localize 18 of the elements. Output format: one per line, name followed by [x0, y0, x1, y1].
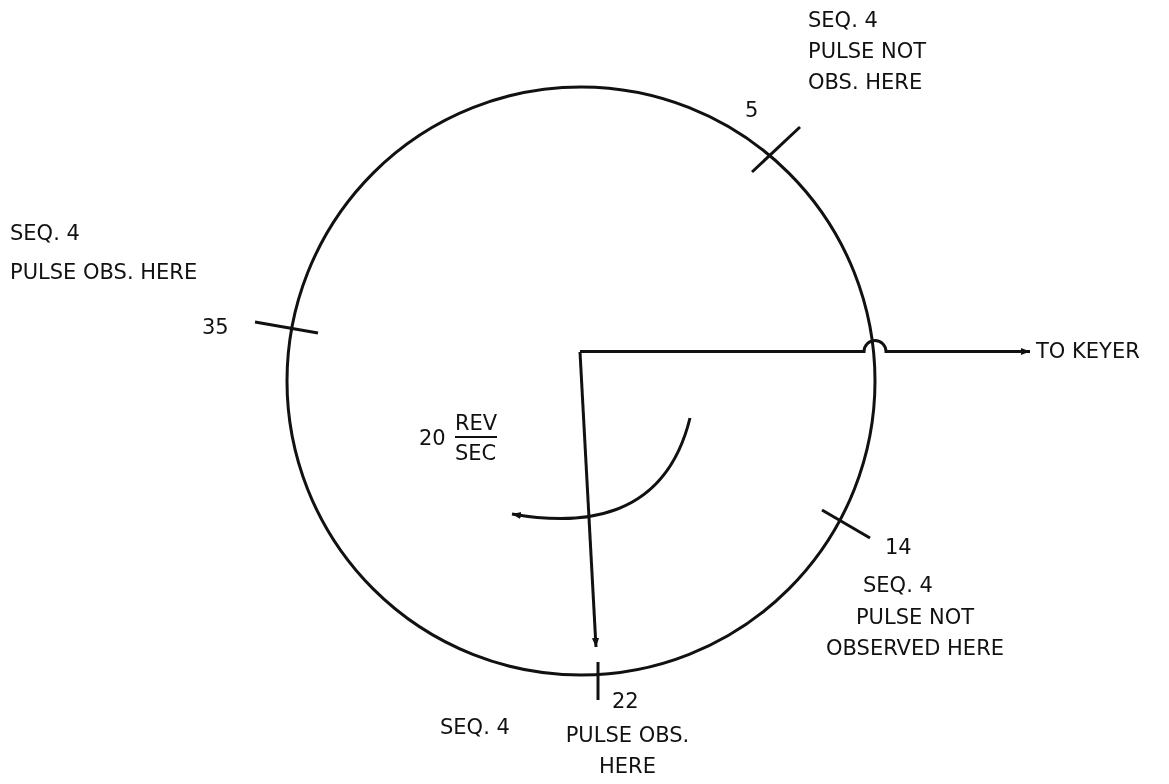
tick-label: 35 — [202, 314, 229, 341]
sequence-label: SEQ. 4 — [440, 714, 510, 741]
tick-label: 22 — [612, 688, 639, 715]
sequence-label: SEQ. 4 — [808, 7, 878, 34]
annotation: PULSE OBS. HERE — [10, 259, 199, 286]
signal-arrow — [580, 339, 1030, 356]
sequence-label: SEQ. 4 — [10, 220, 80, 247]
tick-label: 5 — [745, 97, 759, 124]
annotation: PULSE NOT OBSERVED HERE — [825, 604, 1005, 662]
rate-label: SEC — [455, 440, 497, 466]
pointer-arrow — [578, 351, 600, 648]
rate-label: 20 — [419, 425, 446, 452]
annotation: PULSE NOT OBS. HERE — [808, 38, 928, 96]
annotation: PULSE OBS. HERE — [564, 722, 691, 780]
sequence-label: SEQ. 4 — [863, 572, 933, 599]
destination-label: TO KEYER — [1036, 336, 1140, 367]
tick-label: 14 — [885, 534, 912, 561]
rate-label: REV — [455, 410, 498, 438]
